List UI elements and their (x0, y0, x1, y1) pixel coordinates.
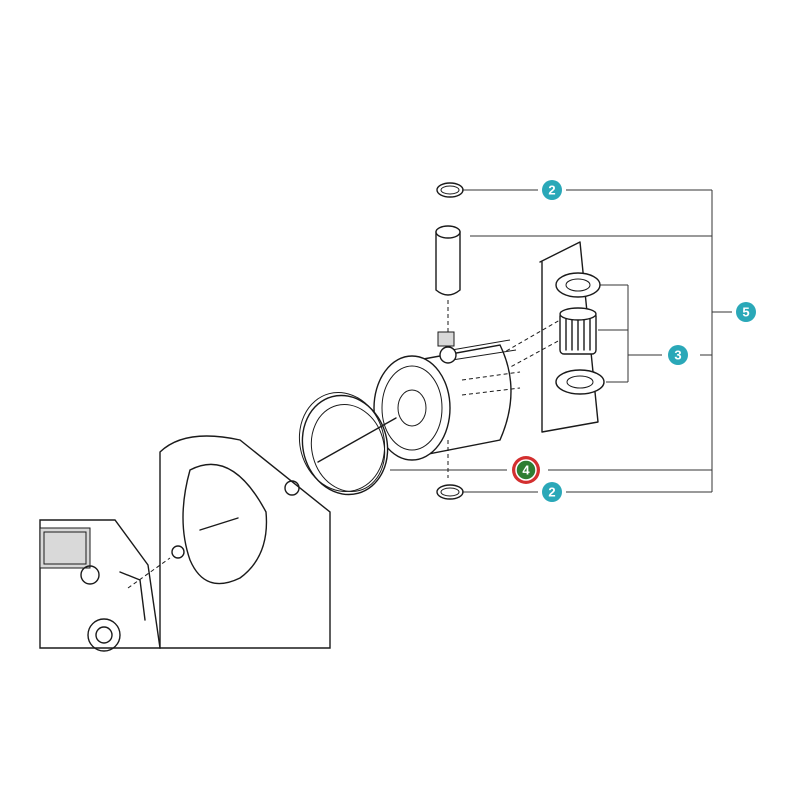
circlip-bottom (436, 484, 464, 500)
piston-pin (435, 225, 461, 350)
callout-2-top[interactable]: 2 (542, 180, 562, 200)
cylinder-gasket (159, 435, 331, 649)
callout-2-bottom[interactable]: 2 (542, 482, 562, 502)
callout-4-highlighted[interactable]: 4 (512, 456, 540, 484)
callout-5[interactable]: 5 (736, 302, 756, 322)
circlip-top (436, 182, 464, 198)
callout-3-label: 3 (674, 348, 681, 363)
callout-3-circle (668, 345, 688, 365)
piston (373, 331, 521, 478)
callout-4-label: 4 (522, 463, 530, 478)
callout-5-label: 5 (742, 305, 749, 320)
piston-ring (298, 391, 397, 496)
callout-2-bottom-circle (542, 482, 562, 502)
needle-bearing (559, 307, 597, 355)
crankcase (39, 519, 171, 652)
bearing-washer-bottom (555, 369, 605, 395)
callout-2-top-label: 2 (548, 183, 555, 198)
callout-2-bottom-label: 2 (548, 485, 555, 500)
callout-4-circle (515, 459, 537, 481)
callout-3[interactable]: 3 (668, 345, 688, 365)
leader-lines (390, 189, 732, 493)
callout-2-top-circle (542, 180, 562, 200)
bearing-washer-top (555, 272, 601, 298)
callout-5-circle (736, 302, 756, 322)
